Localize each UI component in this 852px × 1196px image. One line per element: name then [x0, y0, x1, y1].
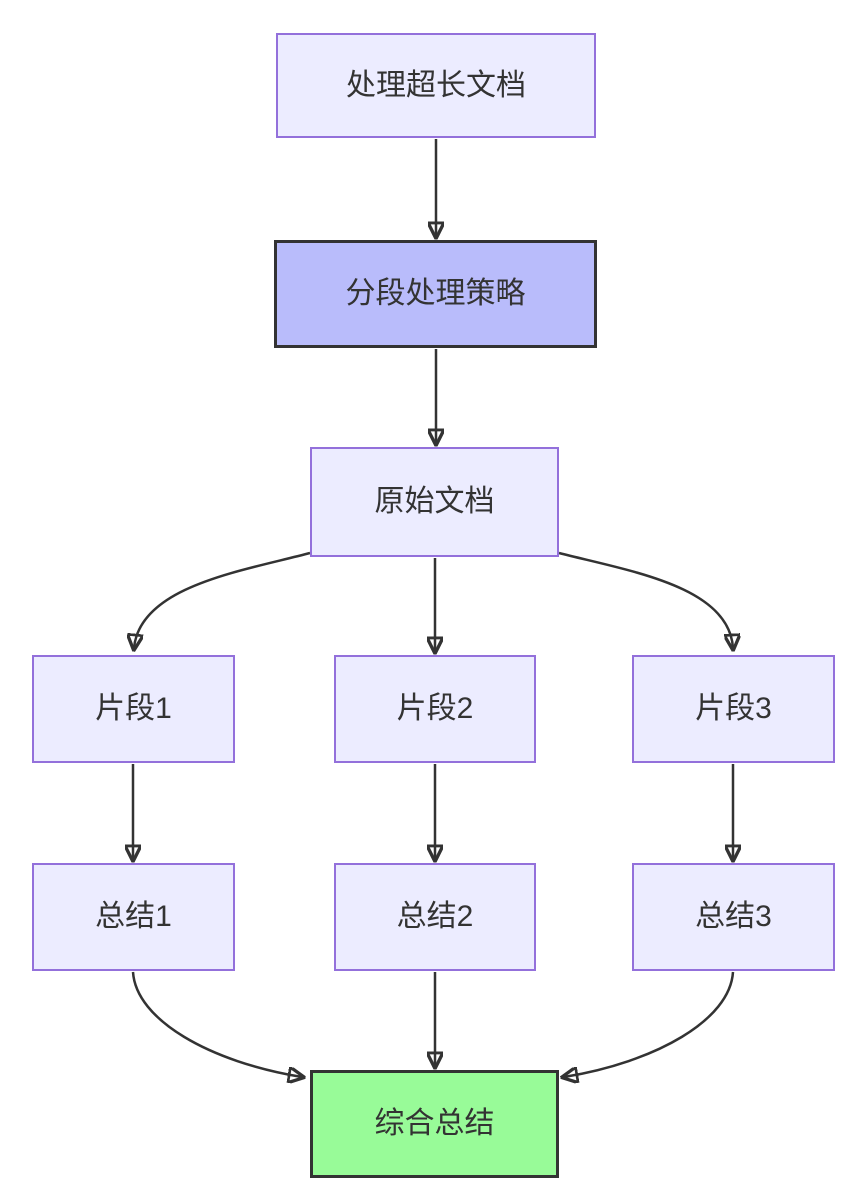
node-fragment-1: 片段1	[32, 655, 235, 763]
node-label: 原始文档	[374, 485, 495, 518]
node-fragment-2: 片段2	[334, 655, 536, 763]
node-label: 处理超长文档	[346, 68, 526, 102]
node-label: 总结3	[695, 900, 772, 933]
edge-E3-G	[564, 971, 735, 1077]
node-summary-1: 总结1	[32, 863, 235, 971]
node-label: 综合总结	[374, 1107, 495, 1140]
edge-E1-G	[131, 971, 302, 1077]
node-label: 片段2	[396, 692, 474, 725]
edge-C-D3	[558, 551, 733, 648]
node-handle-long-document: 处理超长文档	[276, 33, 596, 138]
node-segmentation-strategy: 分段处理策略	[274, 240, 597, 348]
edge-C-D1	[134, 551, 311, 648]
node-fragment-3: 片段3	[632, 655, 835, 763]
node-summary-2: 总结2	[334, 863, 536, 971]
node-label: 片段3	[695, 692, 772, 725]
node-original-document: 原始文档	[310, 447, 559, 557]
node-label: 分段处理策略	[345, 277, 526, 310]
node-label: 总结1	[95, 900, 172, 933]
node-summary-3: 总结3	[632, 863, 835, 971]
node-label: 总结2	[396, 900, 474, 933]
node-label: 片段1	[95, 692, 172, 725]
node-final-summary: 综合总结	[310, 1070, 559, 1178]
